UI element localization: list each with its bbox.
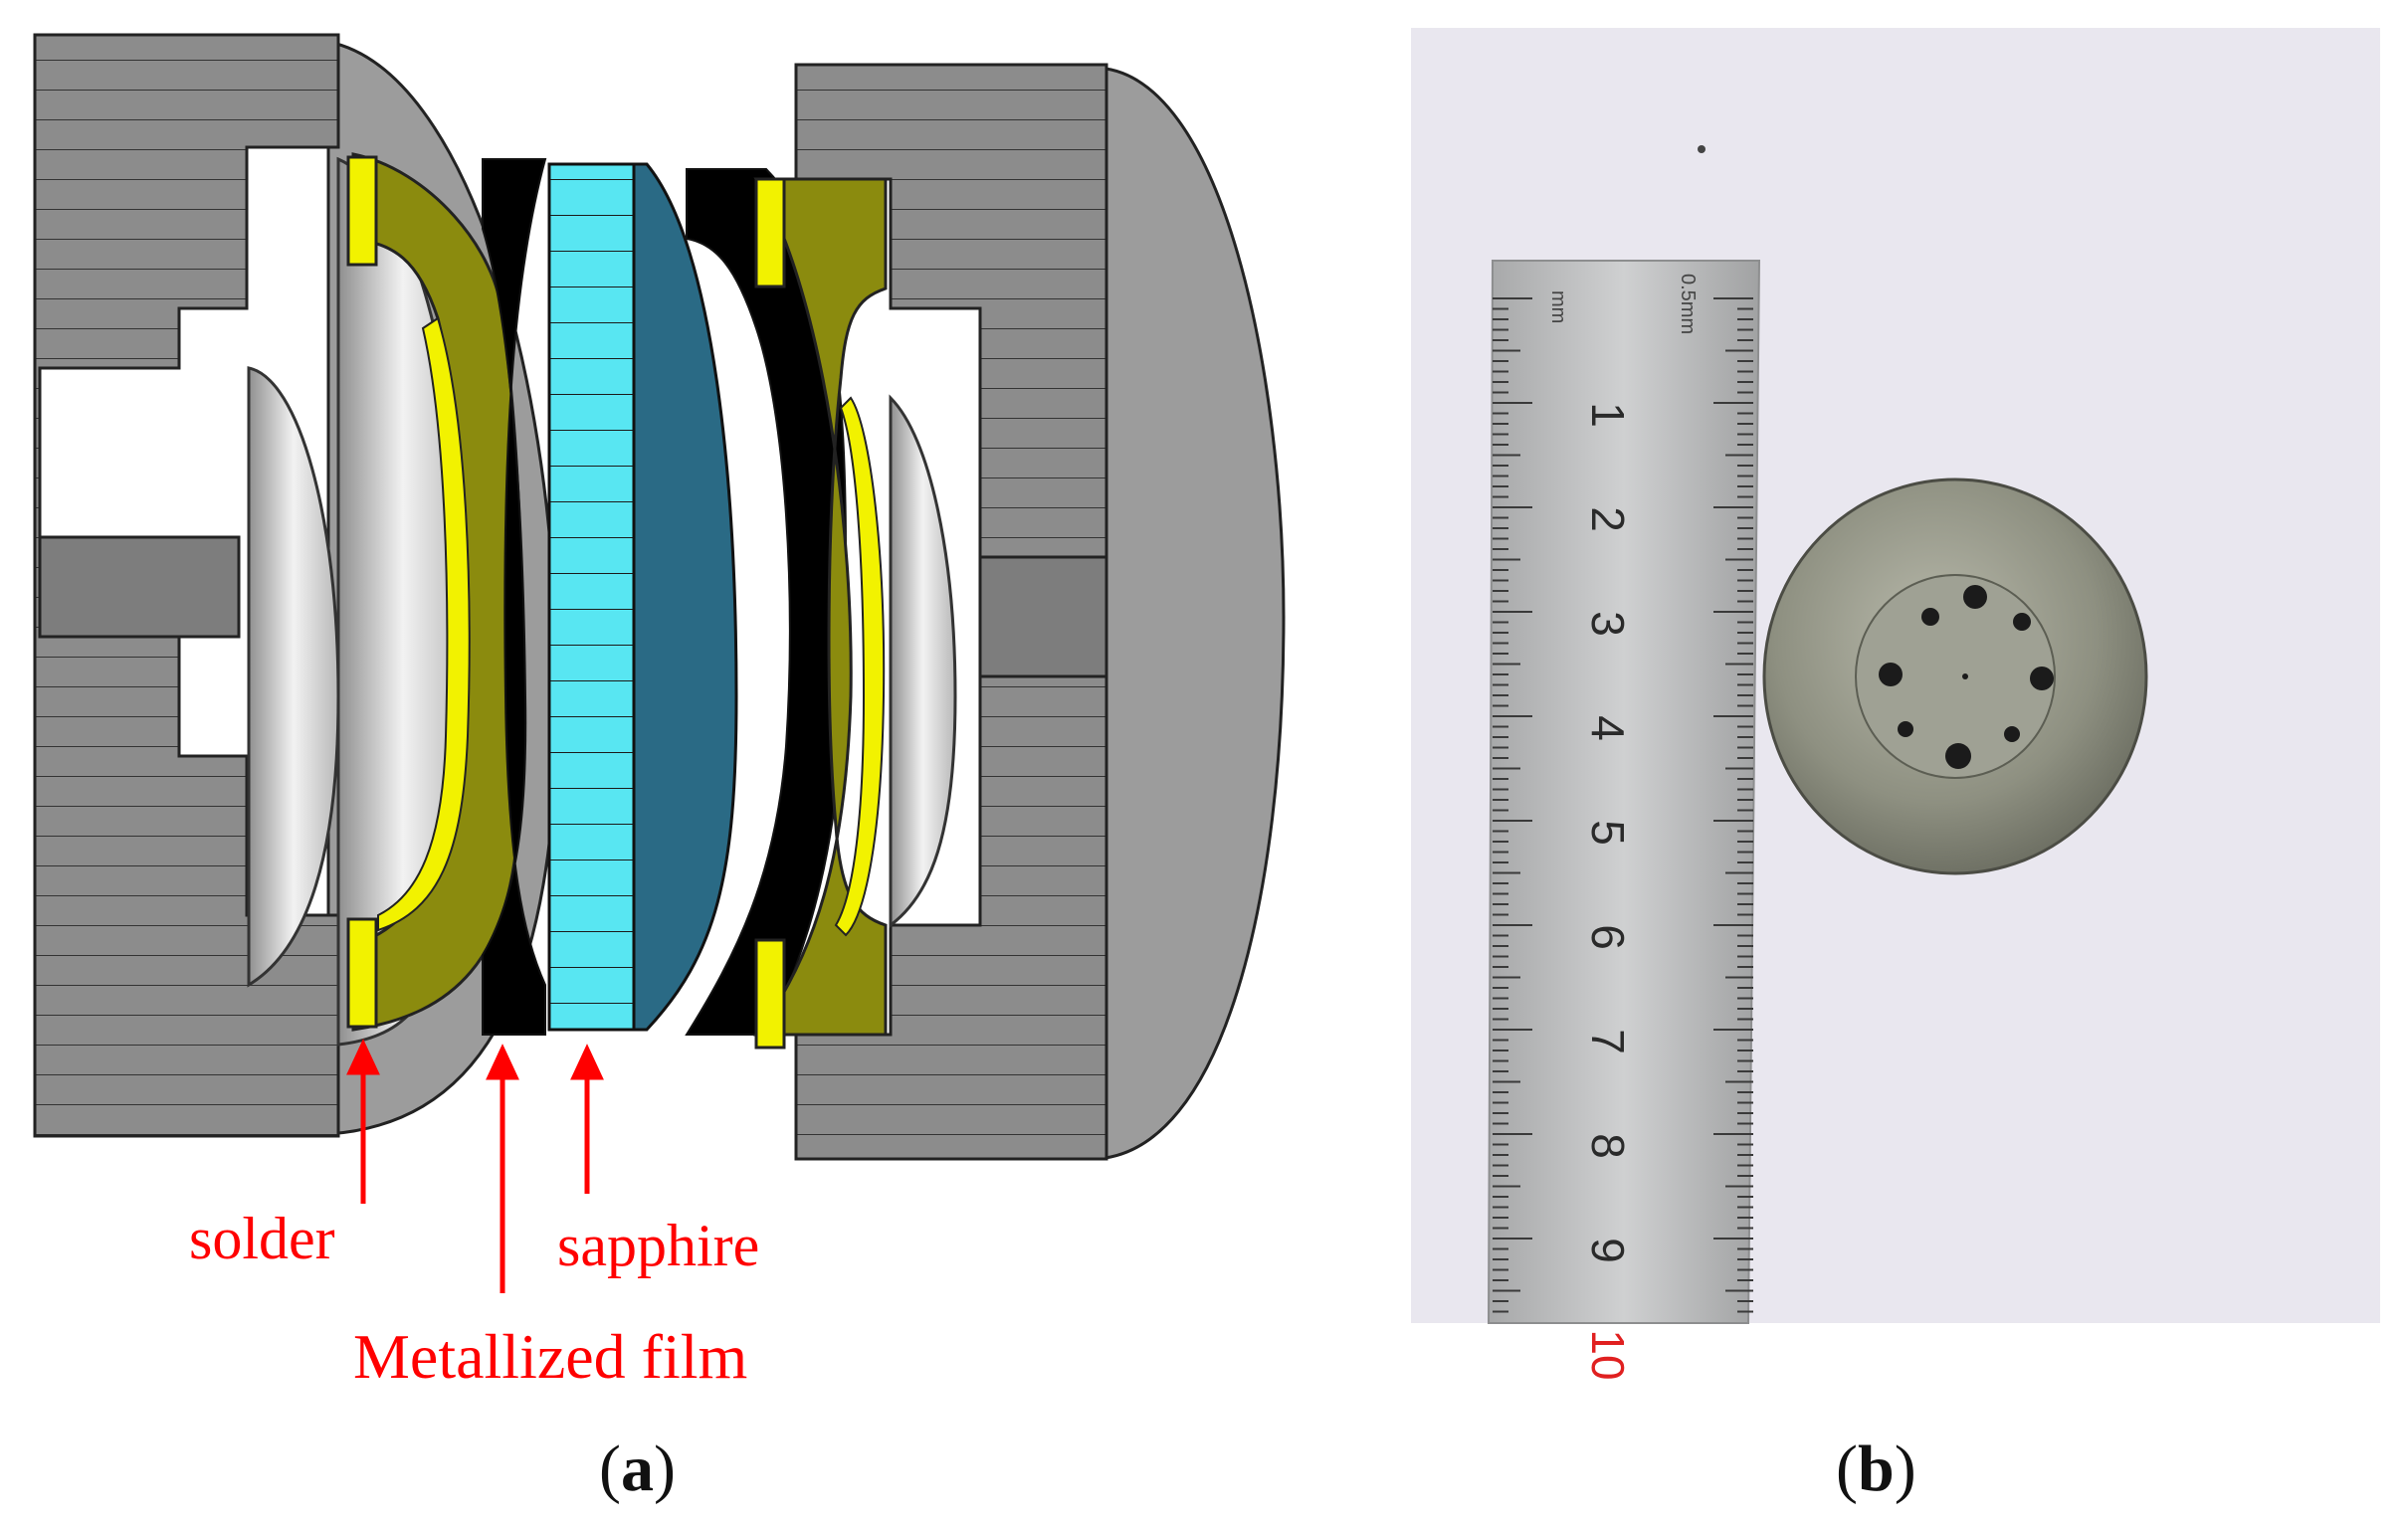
right-cavity-slot [978, 555, 1108, 678]
disk-hole [1962, 673, 1968, 679]
ruler-number: 9 [1582, 1238, 1634, 1263]
steel-ruler: 1 2 3 4 5 6 7 8 9 10 mm 0.5mm [1487, 260, 1761, 1381]
left-solder-bottom [346, 917, 378, 1029]
ruler-number: 2 [1582, 506, 1634, 532]
panel-a-caption-open: ( [599, 1432, 621, 1505]
ruler-ticks [1493, 297, 1753, 1313]
sapphire-edge [547, 162, 636, 1032]
right-metal-ring [753, 177, 888, 1037]
left-solder-top [346, 155, 378, 267]
photo-speck [1698, 145, 1706, 153]
film-arrow-head [486, 1044, 519, 1080]
sapphire-dark-face [615, 162, 738, 1032]
right-solder-bottom [754, 938, 786, 1050]
right-metallized-film [685, 168, 848, 1036]
right-cavity-ring [889, 394, 957, 929]
ruler-body [1487, 260, 1761, 1324]
left-cavity-slot [38, 535, 241, 639]
disk-hole [1945, 743, 1971, 769]
left-metallized-film [482, 158, 547, 1036]
sapphire-arrow-head [570, 1044, 604, 1080]
panel-a-caption-close: ) [654, 1432, 676, 1505]
panel-b-caption-open: ( [1836, 1432, 1858, 1505]
metallized-film-label: Metallized film [353, 1321, 747, 1392]
right-housing-face [1093, 66, 1286, 1161]
panel-b-caption: (b) [1836, 1432, 1916, 1505]
solder-arrow-head [346, 1039, 380, 1075]
left-cavity-ring [247, 366, 340, 988]
panel-a-caption: (a) [599, 1432, 676, 1505]
solder-label: solder [189, 1206, 335, 1271]
ruler-number: 7 [1582, 1029, 1634, 1054]
right-solder-top [754, 177, 786, 288]
ruler-unit-mark: mm [1547, 290, 1569, 323]
right-housing [794, 63, 1286, 1161]
disk-hole [1963, 585, 1987, 609]
ruler-number: 8 [1582, 1133, 1634, 1159]
panel-b-photo: 1 2 3 4 5 6 7 8 9 10 mm 0.5mm (b) [1411, 28, 2380, 1505]
disk-hole [1921, 608, 1939, 626]
sapphire-disk [547, 162, 738, 1032]
ruler-numbers: 1 2 3 4 5 6 7 8 9 10 [1582, 402, 1634, 1380]
ruler-number: 10 [1582, 1329, 1634, 1380]
right-solder-ring [753, 177, 888, 1050]
annotation-arrows [346, 1039, 604, 1293]
panel-b-caption-letter: b [1858, 1432, 1895, 1505]
disk-hole [2004, 726, 2020, 742]
disk-hole [2013, 613, 2031, 631]
disk-holes [1879, 585, 2054, 769]
left-solder-ring [346, 152, 524, 1032]
metal-disk [1762, 478, 2148, 875]
disk-hole [2030, 667, 2054, 690]
disk-hole [1879, 663, 1903, 686]
right-solder-band [834, 396, 886, 937]
ruler-number: 4 [1582, 715, 1634, 741]
ruler-scale-note: 0.5mm [1677, 274, 1699, 334]
panel-a-caption-letter: a [621, 1432, 654, 1505]
panel-a-diagram: solder sapphire Metallized film (a) [33, 33, 1286, 1505]
ruler-number: 5 [1582, 820, 1634, 846]
panel-b-caption-close: ) [1895, 1432, 1916, 1505]
ruler-number: 3 [1582, 611, 1634, 637]
ruler-number: 1 [1582, 402, 1634, 428]
disk-hole [1898, 721, 1913, 737]
left-solder-band [377, 316, 471, 932]
ruler-number: 6 [1582, 924, 1634, 950]
sapphire-label: sapphire [557, 1213, 759, 1278]
